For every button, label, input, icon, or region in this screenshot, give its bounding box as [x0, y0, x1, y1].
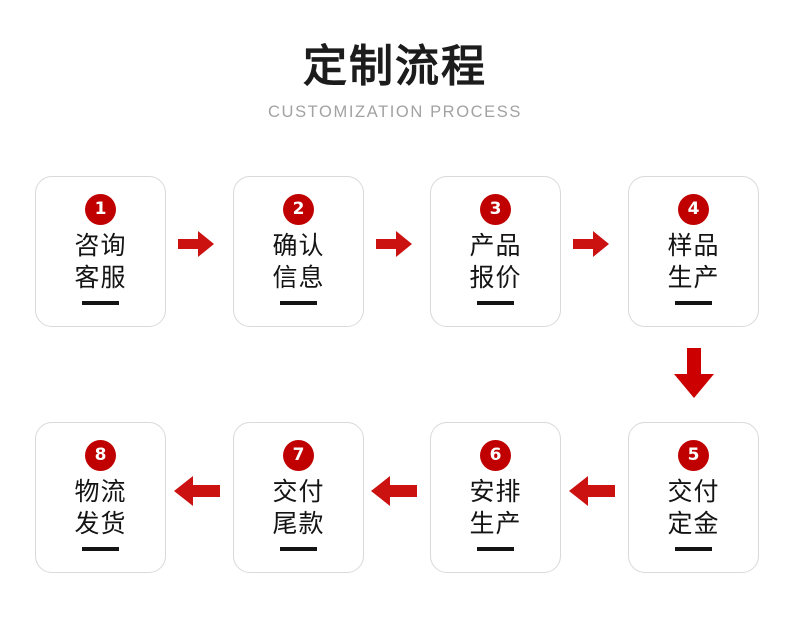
step-number-badge: 4 [678, 194, 709, 225]
step-label: 咨询 客服 [74, 230, 126, 294]
step-label-line2: 发货 [74, 509, 127, 538]
step-label-line1: 产品 [469, 231, 522, 260]
step-label: 交付 尾款 [272, 476, 324, 540]
arrow-right-icon [376, 231, 412, 257]
step-label-line2: 生产 [667, 263, 720, 292]
process-step-card-2[interactable]: 2 确认 信息 [233, 176, 364, 327]
arrow-left-icon [174, 476, 220, 506]
arrow-left-icon [371, 476, 417, 506]
step-number-badge: 3 [480, 194, 511, 225]
step-label: 安排 生产 [469, 476, 521, 540]
arrow-right-icon [178, 231, 214, 257]
header: 定制流程 CUSTOMIZATION PROCESS [0, 0, 790, 122]
step-underline-rule [82, 301, 119, 305]
arrow-down-icon [674, 348, 714, 398]
step-label-line2: 报价 [469, 263, 522, 292]
step-label-line1: 样品 [667, 231, 720, 260]
process-step-card-5[interactable]: 5 交付 定金 [628, 422, 759, 573]
step-underline-rule [675, 301, 712, 305]
step-label-line1: 安排 [469, 477, 522, 506]
step-underline-rule [675, 547, 712, 551]
step-number-badge: 5 [678, 440, 709, 471]
step-label-line2: 尾款 [272, 509, 325, 538]
step-label: 样品 生产 [667, 230, 719, 294]
arrow-right-icon [573, 231, 609, 257]
process-step-card-3[interactable]: 3 产品 报价 [430, 176, 561, 327]
step-label-line1: 交付 [272, 477, 325, 506]
step-label-line1: 交付 [667, 477, 720, 506]
step-number-badge: 2 [283, 194, 314, 225]
step-label-line2: 定金 [667, 509, 720, 538]
process-step-card-8[interactable]: 8 物流 发货 [35, 422, 166, 573]
process-step-card-4[interactable]: 4 样品 生产 [628, 176, 759, 327]
page-title: 定制流程 [303, 41, 487, 92]
page-subtitle: CUSTOMIZATION PROCESS [268, 103, 522, 122]
step-underline-rule [477, 301, 514, 305]
step-label: 交付 定金 [667, 476, 719, 540]
step-underline-rule [82, 547, 119, 551]
step-label: 确认 信息 [272, 230, 324, 294]
step-label-line1: 咨询 [74, 231, 127, 260]
process-row-bottom: 8 物流 发货 7 交付 尾款 6 安排 生产 5 [0, 422, 790, 574]
step-number-badge: 1 [85, 194, 116, 225]
step-number-badge: 7 [283, 440, 314, 471]
step-number-badge: 8 [85, 440, 116, 471]
step-underline-rule [280, 547, 317, 551]
process-step-card-7[interactable]: 7 交付 尾款 [233, 422, 364, 573]
arrow-left-icon [569, 476, 615, 506]
step-label: 产品 报价 [469, 230, 521, 294]
process-step-card-6[interactable]: 6 安排 生产 [430, 422, 561, 573]
step-label: 物流 发货 [74, 476, 126, 540]
step-number-badge: 6 [480, 440, 511, 471]
step-label-line2: 客服 [74, 263, 127, 292]
step-label-line2: 生产 [469, 509, 522, 538]
step-label-line1: 物流 [74, 477, 127, 506]
step-label-line1: 确认 [272, 231, 325, 260]
process-step-card-1[interactable]: 1 咨询 客服 [35, 176, 166, 327]
step-underline-rule [280, 301, 317, 305]
step-underline-rule [477, 547, 514, 551]
step-label-line2: 信息 [272, 263, 325, 292]
process-row-top: 1 咨询 客服 2 确认 信息 3 产品 报价 4 [0, 176, 790, 328]
